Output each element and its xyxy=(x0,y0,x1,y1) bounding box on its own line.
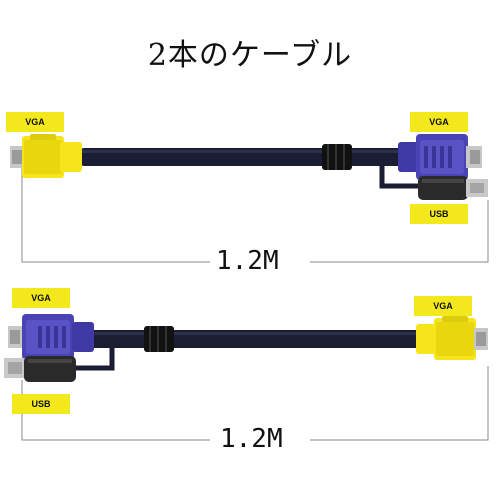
cable-2 xyxy=(4,314,489,441)
vga-label-right-1: VGA xyxy=(410,112,468,132)
vga-connector-blue-right-1 xyxy=(398,134,482,180)
length-label-2: 1.2M xyxy=(214,424,289,454)
cable-1 xyxy=(10,134,489,263)
usb-branch-2 xyxy=(74,344,115,371)
length-label-1: 1.2M xyxy=(210,246,285,276)
vga-label-right-2: VGA xyxy=(414,296,472,316)
vga-label-left-1: VGA xyxy=(6,112,64,132)
vga-connector-blue-left-2 xyxy=(8,314,94,360)
dimension-line-1 xyxy=(21,148,210,263)
page-title: 2本のケーブル xyxy=(147,38,353,73)
vga-label-left-2: VGA xyxy=(12,288,70,308)
usb-plug-2 xyxy=(4,356,76,382)
vga-connector-yellow-right-2 xyxy=(416,316,488,360)
dimension-line-1-right xyxy=(310,200,489,263)
usb-branch-1 xyxy=(379,162,420,189)
usb-plug-1 xyxy=(418,176,488,200)
usb-label-1: USB xyxy=(410,204,468,224)
dimension-line-2-right xyxy=(310,366,489,441)
usb-label-2: USB xyxy=(12,394,70,414)
vga-connector-yellow-left-1 xyxy=(10,134,82,178)
